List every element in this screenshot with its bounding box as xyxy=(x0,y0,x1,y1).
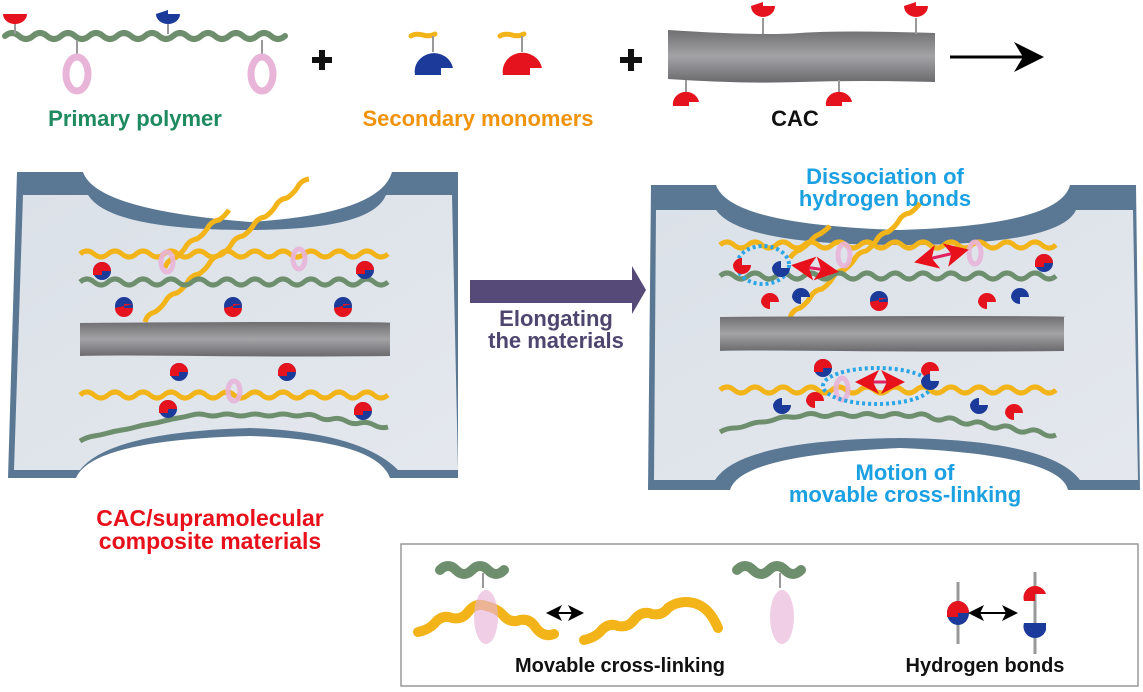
elongation-arrow xyxy=(470,266,646,314)
red-monomer-icon xyxy=(502,52,542,75)
legend-box xyxy=(400,543,1139,687)
primary-polymer-chain xyxy=(2,30,288,42)
motion-arrow xyxy=(914,243,969,269)
cac-fiber xyxy=(720,316,1066,352)
cac-fiber xyxy=(668,30,935,83)
motion-line-2: movable cross-linking xyxy=(788,482,1022,507)
movable-crosslinking-legend-label: Movable cross-linking xyxy=(514,655,726,677)
primary-polymer-illustration xyxy=(2,10,288,95)
plus-sign-1 xyxy=(312,50,332,70)
motion-arrow xyxy=(791,256,839,281)
elongating-line-2: the materials xyxy=(488,328,624,353)
secondary-monomers-label: Secondary monomers xyxy=(362,106,594,131)
cac-illustration xyxy=(668,2,935,106)
dissociation-line-2: hydrogen bonds xyxy=(798,186,972,211)
red-monomer-icon xyxy=(904,2,928,17)
dissociation-line-1: Dissociation of xyxy=(806,164,964,189)
red-monomer-icon xyxy=(3,14,27,24)
ring-icon xyxy=(474,590,498,644)
cac-fiber xyxy=(80,322,391,357)
caption-line-1: CAC/supramolecular xyxy=(96,505,324,531)
blue-monomer-icon xyxy=(156,10,180,24)
ring-icon xyxy=(247,53,277,95)
bonded-pair-icons xyxy=(93,261,374,420)
caption-line-2: composite materials xyxy=(98,528,322,554)
red-monomer-icon xyxy=(672,91,699,106)
bonded-pair-icons xyxy=(814,254,1053,377)
secondary-monomers-illustration xyxy=(408,31,542,75)
motion-line-1: Motion of xyxy=(855,460,955,485)
dissociation-caption: Dissociation of hydrogen bonds xyxy=(735,166,1035,210)
dashed-highlight-hbond xyxy=(735,244,791,286)
right-panel-elongated xyxy=(648,185,1140,490)
motion-caption: Motion of movable cross-linking xyxy=(745,462,1065,506)
blue-monomer-icon xyxy=(1023,623,1046,639)
red-monomer-icon xyxy=(1023,585,1046,601)
left-panel-composite xyxy=(8,172,458,478)
elongating-label: Elongating the materials xyxy=(470,308,642,352)
red-monomer-icon xyxy=(751,2,775,17)
primary-polymer-label: Primary polymer xyxy=(48,106,222,131)
red-monomer-icon xyxy=(825,91,852,106)
hydrogen-bonds-legend-label: Hydrogen bonds xyxy=(905,655,1065,677)
dissociated-monomer-icons xyxy=(733,257,1029,421)
plus-sign-2 xyxy=(620,49,642,71)
blue-monomer-icon xyxy=(414,53,453,75)
ring-icon xyxy=(770,590,794,644)
elongating-line-1: Elongating xyxy=(499,306,613,331)
ring-icon xyxy=(62,53,92,95)
composite-materials-caption: CAC/supramolecular composite materials xyxy=(60,507,360,553)
cac-label: CAC xyxy=(771,106,819,131)
bonded-pair-icon xyxy=(947,601,969,625)
